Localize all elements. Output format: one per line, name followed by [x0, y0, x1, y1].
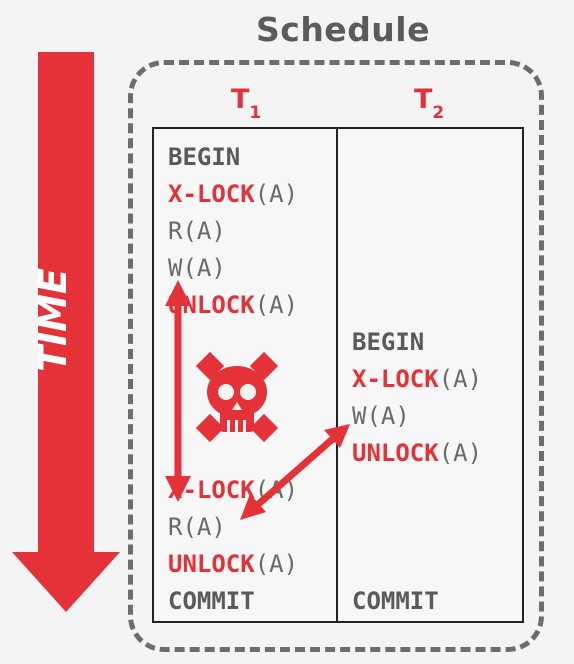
- time-label: TIME: [31, 268, 75, 372]
- t2-write: W(A): [352, 402, 410, 430]
- schedule-title: Schedule: [255, 10, 430, 49]
- double-arrow-icon: [165, 280, 191, 502]
- t1-read-1: R(A): [168, 217, 226, 245]
- t2-xlock: X-LOCK(A): [352, 365, 483, 393]
- t1-commit: COMMIT: [168, 587, 255, 615]
- t2-commit: COMMIT: [352, 587, 439, 615]
- diagonal-arrow-icon: [240, 424, 350, 520]
- skull-crossbones-icon: [195, 351, 279, 443]
- t1-header: T1: [231, 84, 262, 124]
- schedule-box: [128, 60, 544, 652]
- t2-begin: BEGIN: [352, 328, 425, 356]
- t2-header: T2: [414, 84, 445, 124]
- t1-write: W(A): [168, 254, 226, 282]
- column-divider: [336, 127, 338, 623]
- t1-read-2: R(A): [168, 513, 226, 541]
- t1-unlock-2: UNLOCK(A): [168, 550, 299, 578]
- t1-begin: BEGIN: [168, 143, 241, 171]
- t1-xlock-1: X-LOCK(A): [168, 180, 299, 208]
- t2-unlock: UNLOCK(A): [352, 439, 483, 467]
